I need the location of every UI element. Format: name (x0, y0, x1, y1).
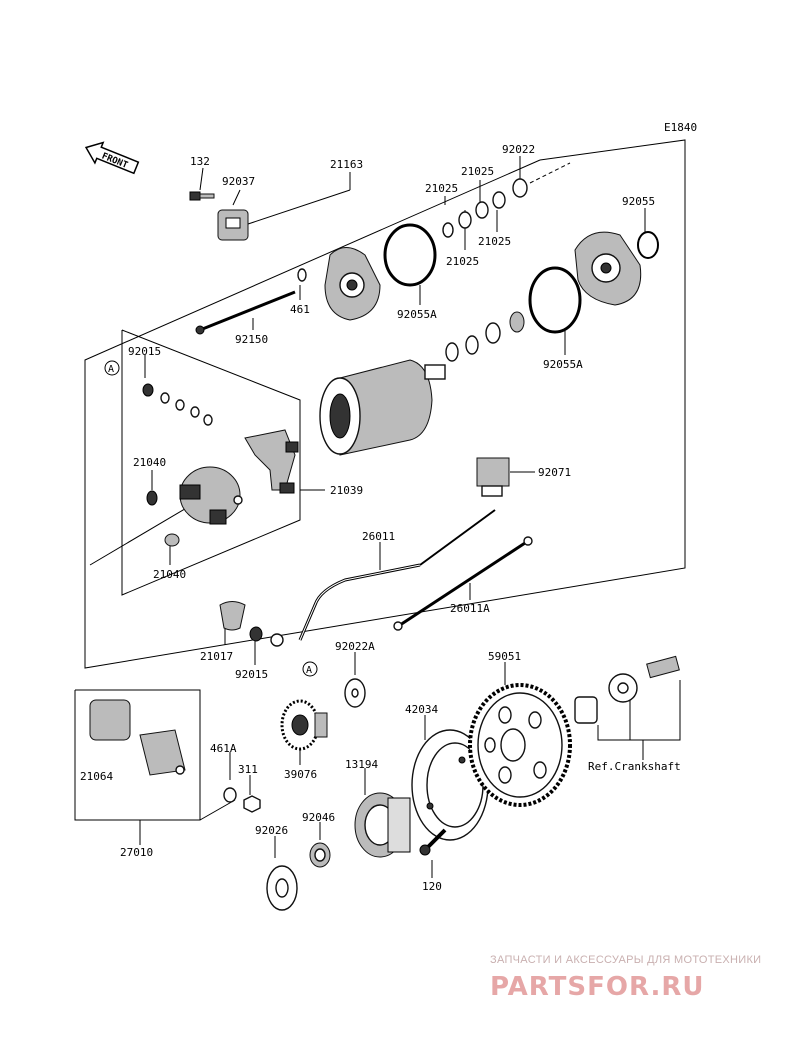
o-ring-92055-part (637, 231, 659, 259)
label-59051: 59051 (488, 650, 521, 663)
front-cover-part (574, 231, 642, 306)
label-92055A-1: 92055A (397, 308, 437, 321)
label-21017: 21017 (200, 650, 233, 663)
label-120: 120 (422, 880, 442, 893)
label-21039: 21039 (330, 484, 363, 497)
label-27010: 27010 (120, 846, 153, 859)
label-92037: 92037 (222, 175, 255, 188)
label-21025-a: 21025 (461, 165, 494, 178)
bolt-120-part (419, 828, 447, 856)
label-26011A: 26011A (450, 602, 490, 615)
svg-text:A: A (306, 665, 312, 676)
solenoid-group-outline (74, 689, 236, 845)
label-21040-2: 21040 (153, 568, 186, 581)
label-92046: 92046 (302, 811, 335, 824)
bearing-92046-part (309, 842, 331, 868)
label-311: 311 (238, 763, 258, 776)
starter-clutch-13194-part (354, 792, 411, 858)
brush-holder-outline (89, 329, 301, 596)
label-92055A-2: 92055A (543, 358, 583, 371)
label-21025-b: 21025 (425, 182, 458, 195)
label-13194: 13194 (345, 758, 378, 771)
label-ref-crankshaft: Ref.Crankshaft (588, 760, 681, 773)
label-21025-d: 21025 (446, 255, 479, 268)
label-461A: 461A (210, 742, 237, 755)
label-42034: 42034 (405, 703, 438, 716)
washers-21025-part (442, 162, 571, 238)
washer-92026-part (266, 865, 298, 911)
label-92022A: 92022A (335, 640, 375, 653)
o-ring-92055A-1-part (383, 223, 437, 287)
label-21025-c: 21025 (478, 235, 511, 248)
starter-motor-body-part (319, 359, 446, 456)
watermark-tagline: ЗАПЧАСТИ И АКСЕССУАРЫ ДЛЯ МОТОТЕХНИКИ (490, 954, 761, 966)
bolt-132-part (189, 191, 215, 201)
nut-311-part (243, 795, 261, 813)
brush-plate-21039-part (244, 429, 299, 494)
label-39076: 39076 (284, 768, 317, 781)
boot-21017-part (219, 601, 246, 631)
washer-461-part (297, 268, 307, 282)
o-ring-92055A-2-part (528, 266, 582, 334)
front-arrow-icon: FRONT (84, 141, 140, 175)
label-92015-2: 92015 (235, 668, 268, 681)
ring-gear-59051-part (468, 683, 572, 807)
solenoid-part (89, 699, 186, 776)
label-92071: 92071 (538, 466, 571, 479)
gear-39076-part (280, 699, 328, 751)
label-92055: 92055 (622, 195, 655, 208)
part-labels: 132 92037 21163 92022 21025 21025 21025 … (80, 143, 681, 893)
label-92015-1: 92015 (128, 345, 161, 358)
watermark-brand: PARTSFOR.RU (490, 972, 704, 1002)
washer-92022A-part (344, 678, 366, 708)
brush-holder-21040-part (179, 466, 243, 525)
cable-26011A-part (393, 536, 533, 631)
crankshaft-parts (574, 655, 680, 724)
starter-assembly-outline (84, 139, 686, 669)
svg-text:A: A (108, 364, 114, 375)
ref-marker-a-2: A (302, 661, 318, 677)
clutch-housing-42034-part (411, 729, 489, 841)
label-21040-1: 21040 (133, 456, 166, 469)
label-92026: 92026 (255, 824, 288, 837)
label-21064: 21064 (80, 770, 113, 783)
label-92022: 92022 (502, 143, 535, 156)
nut-92015-part (249, 626, 284, 647)
watermark: ЗАПЧАСТИ И АКСЕССУАРЫ ДЛЯ МОТОТЕХНИКИ PA… (490, 954, 761, 1002)
shaft-washers-part (445, 311, 525, 362)
brush-springs-part (146, 490, 180, 547)
nut-461A-part (223, 787, 237, 803)
bracket-92037-part (217, 209, 249, 241)
label-26011: 26011 (362, 530, 395, 543)
brush-washers-92015-part (142, 383, 213, 426)
cap-92071-part (476, 457, 510, 497)
ref-marker-a-1: A (104, 360, 120, 376)
label-132: 132 (190, 155, 210, 168)
cable-26011-part (298, 509, 496, 641)
end-cover-21163-part (324, 247, 381, 321)
long-bolt-92150-part (195, 290, 296, 335)
label-21163: 21163 (330, 158, 363, 171)
diagram-code: E1840 (664, 121, 697, 134)
label-461: 461 (290, 303, 310, 316)
label-92150: 92150 (235, 333, 268, 346)
